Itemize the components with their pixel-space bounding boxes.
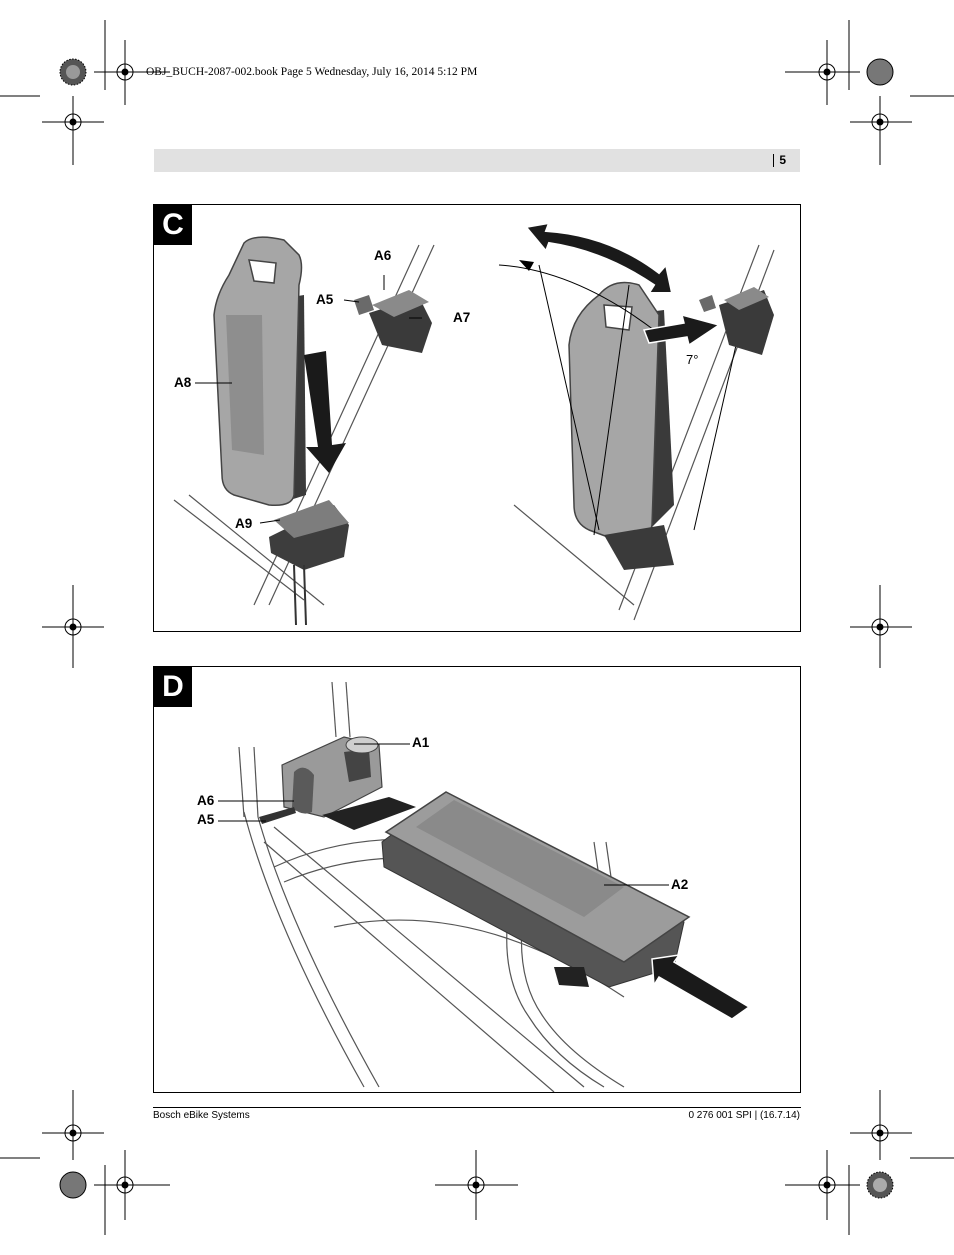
footer-rule xyxy=(153,1107,801,1108)
key xyxy=(259,807,296,824)
figure-tag: C xyxy=(154,205,192,245)
rack-battery-illustration xyxy=(218,681,751,1092)
page-header-band: 5 xyxy=(154,149,800,172)
lower-holder-a9 xyxy=(269,500,349,626)
figure-c: C xyxy=(153,204,801,632)
insert-arrow xyxy=(651,953,751,1020)
callout-a6: A6 xyxy=(197,793,215,808)
battery-mounting-illustration xyxy=(173,221,775,626)
callout-a9: A9 xyxy=(235,516,253,531)
callout-a8: A8 xyxy=(174,375,192,390)
figure-d: D xyxy=(153,666,801,1093)
page-number: 5 xyxy=(773,153,786,167)
push-arrow xyxy=(642,313,721,347)
tilt-arrow xyxy=(524,221,674,294)
callout-a5: A5 xyxy=(316,292,334,307)
battery-lock-a1 xyxy=(281,736,383,818)
callout-a7: A7 xyxy=(453,310,471,325)
callout-a2: A2 xyxy=(671,877,689,892)
callout-a5: A5 xyxy=(197,812,215,827)
callout-a1: A1 xyxy=(412,735,430,750)
battery-tilted xyxy=(568,281,674,570)
battery-pack-a8 xyxy=(213,236,306,507)
upper-lock-right xyxy=(699,287,774,355)
tilt-angle-label: 7° xyxy=(686,352,699,367)
callout-a6: A6 xyxy=(374,248,392,263)
print-slug: OBJ_BUCH-2087-002.book Page 5 Wednesday,… xyxy=(146,66,478,78)
figure-tag: D xyxy=(154,667,192,707)
rack-battery-a2 xyxy=(381,791,691,988)
insert-arrow xyxy=(304,351,346,473)
footer-publisher: Bosch eBike Systems xyxy=(153,1110,250,1121)
footer-document-number: 0 276 001 SPI | (16.7.14) xyxy=(688,1110,800,1121)
upper-lock-a7 xyxy=(354,290,432,353)
